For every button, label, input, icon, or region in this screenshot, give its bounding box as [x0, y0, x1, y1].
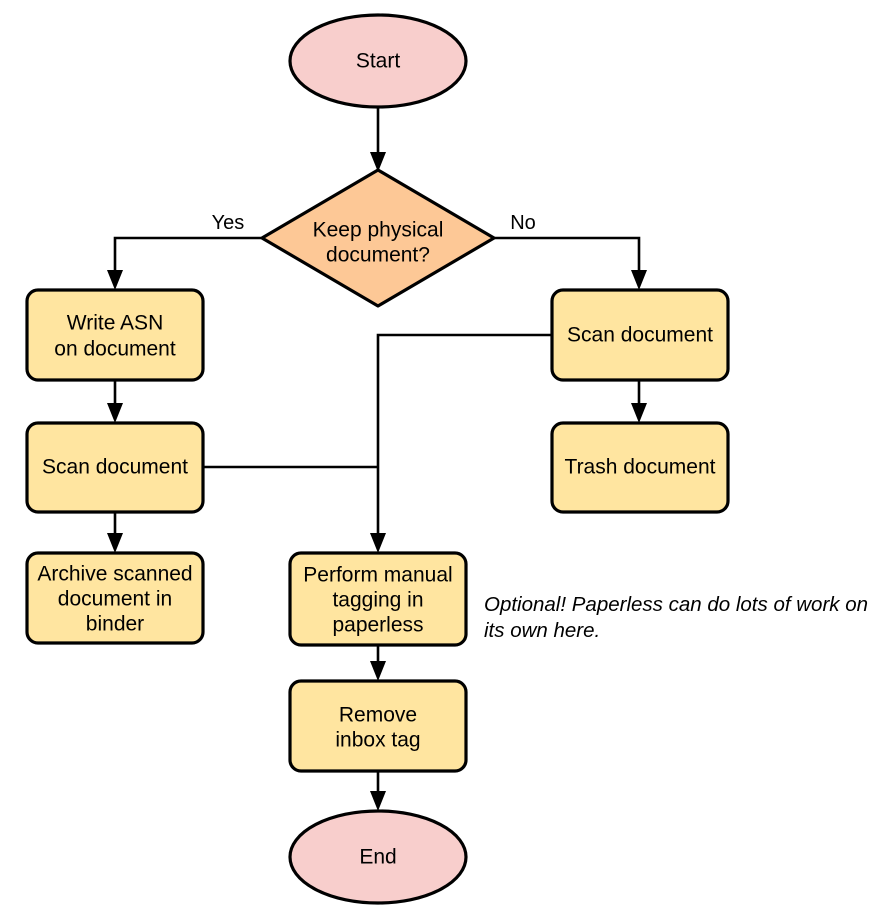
end-ellipse-shape[interactable] — [288, 809, 468, 905]
node-write-asn-on-document[interactable]: Write ASN on document — [25, 288, 205, 382]
decision-diamond-shape[interactable] — [260, 168, 496, 308]
edge-scan-right-to-tagging — [370, 333, 552, 553]
scan-document-left-label: Scan document — [42, 456, 188, 479]
edge-remove-inbox-to-end — [370, 771, 386, 811]
optional-note-line2: its own here. — [484, 619, 600, 642]
arrow-head-icon — [370, 661, 386, 681]
scan-document-right-rect-shape[interactable] — [550, 288, 730, 382]
edge-label-yes: Yes — [212, 212, 245, 234]
arrow-head-icon — [631, 270, 647, 290]
node-remove-inbox-tag[interactable]: Remove inbox tag — [288, 679, 468, 773]
arrow-head-icon — [107, 270, 123, 290]
remove-inbox-label-line2: inbox tag — [335, 729, 420, 752]
node-archive-scanned-document[interactable]: Archive scanned document in binder — [25, 551, 205, 645]
node-end[interactable]: End — [288, 809, 468, 905]
node-scan-document-right[interactable]: Scan document — [550, 288, 730, 382]
edge-decision-yes-to-write-asn — [107, 236, 261, 290]
arrow-head-icon — [370, 533, 386, 553]
end-label: End — [359, 846, 396, 869]
write-asn-label-line2: on document — [54, 338, 176, 361]
tagging-rect-shape[interactable] — [288, 551, 468, 647]
arrow-head-icon — [370, 791, 386, 811]
optional-note-line1: Optional! Paperless can do lots of work … — [484, 593, 868, 616]
start-ellipse-shape[interactable] — [288, 13, 468, 109]
archive-label-line1: Archive scanned — [37, 563, 192, 586]
scan-document-right-label: Scan document — [567, 324, 713, 347]
archive-label-line2: document in — [58, 588, 172, 611]
write-asn-label-line1: Write ASN — [67, 312, 163, 335]
remove-inbox-label-line1: Remove — [339, 704, 417, 727]
tagging-label-line3: paperless — [332, 614, 423, 637]
edge-label-no: No — [510, 212, 536, 234]
arrow-head-icon — [370, 152, 386, 172]
archive-label-line3: binder — [86, 613, 144, 636]
edge-scan-left-to-archive — [107, 512, 123, 553]
arrow-head-icon — [107, 403, 123, 423]
tagging-label-line2: tagging in — [332, 589, 423, 612]
annotation-optional-note: Optional! Paperless can do lots of work … — [484, 593, 868, 642]
start-label: Start — [356, 50, 401, 73]
node-perform-manual-tagging[interactable]: Perform manual tagging in paperless — [288, 551, 468, 647]
node-decision-keep-physical-document[interactable]: Keep physical document? — [260, 168, 496, 308]
write-asn-rect-shape[interactable] — [25, 288, 205, 382]
archive-rect-shape[interactable] — [25, 551, 205, 645]
edge-scan-right-to-trash — [631, 380, 647, 423]
trash-document-rect-shape[interactable] — [550, 421, 730, 514]
node-trash-document[interactable]: Trash document — [550, 421, 730, 514]
edge-tagging-to-remove-inbox — [370, 645, 386, 681]
edge-write-asn-to-scan-left — [107, 380, 123, 423]
decision-label-line2: document? — [326, 244, 430, 267]
edge-start-to-decision — [370, 107, 386, 172]
edge-decision-no-to-scan-right — [494, 236, 647, 290]
arrow-head-icon — [107, 533, 123, 553]
scan-document-left-rect-shape[interactable] — [25, 421, 205, 514]
node-scan-document-left[interactable]: Scan document — [25, 421, 205, 514]
tagging-label-line1: Perform manual — [303, 564, 452, 587]
decision-label-line1: Keep physical — [313, 219, 444, 242]
arrow-head-icon — [631, 403, 647, 423]
node-start[interactable]: Start — [288, 13, 468, 109]
trash-document-label: Trash document — [565, 456, 716, 479]
remove-inbox-rect-shape[interactable] — [288, 679, 468, 773]
